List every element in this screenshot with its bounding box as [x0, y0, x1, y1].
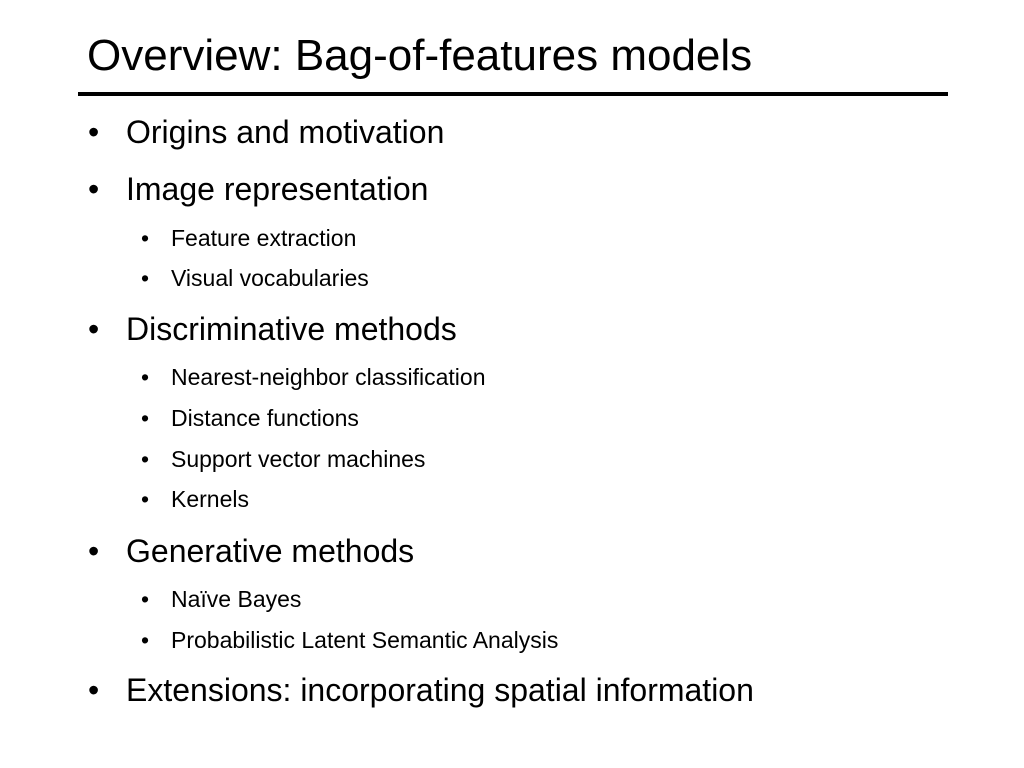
bullet-marker: •: [88, 311, 100, 347]
bullet-marker: •: [141, 405, 150, 431]
bullet-text: Distance functions: [171, 405, 359, 431]
bullet-text: Naïve Bayes: [171, 586, 302, 612]
bullet-text: Support vector machines: [171, 446, 426, 472]
sub-bullet-kernels: • Kernels: [141, 484, 249, 514]
bullet-marker: •: [141, 265, 150, 291]
bullet-marker: •: [88, 171, 100, 207]
bullet-text: Feature extraction: [171, 225, 357, 251]
bullet-text: Nearest-neighbor classification: [171, 364, 486, 390]
bullet-marker: •: [141, 586, 150, 612]
title-underline: [78, 92, 948, 96]
bullet-marker: •: [88, 114, 100, 150]
sub-bullet-visual-vocabularies: • Visual vocabularies: [141, 263, 369, 293]
sub-bullet-nearest-neighbor: • Nearest-neighbor classification: [141, 362, 486, 392]
bullet-marker: •: [88, 672, 100, 708]
bullet-text: Kernels: [171, 486, 249, 512]
bullet-item-discriminative-methods: • Discriminative methods: [88, 309, 457, 349]
bullet-text: Generative methods: [126, 533, 415, 569]
bullet-text: Extensions: incorporating spatial inform…: [126, 672, 754, 708]
bullet-marker: •: [141, 486, 150, 512]
bullet-text: Visual vocabularies: [171, 265, 369, 291]
bullet-marker: •: [141, 364, 150, 390]
bullet-marker: •: [141, 627, 150, 653]
slide-title: Overview: Bag-of-features models: [87, 31, 753, 80]
bullet-text: Discriminative methods: [126, 311, 457, 347]
sub-bullet-feature-extraction: • Feature extraction: [141, 223, 356, 253]
sub-bullet-support-vector-machines: • Support vector machines: [141, 444, 425, 474]
bullet-item-extensions: • Extensions: incorporating spatial infor…: [88, 670, 754, 710]
bullet-item-generative-methods: • Generative methods: [88, 531, 414, 571]
sub-bullet-plsa: • Probabilistic Latent Semantic Analysis: [141, 625, 558, 655]
bullet-marker: •: [141, 446, 150, 472]
bullet-text: Image representation: [126, 171, 429, 207]
bullet-item-image-representation: • Image representation: [88, 169, 428, 209]
sub-bullet-distance-functions: • Distance functions: [141, 403, 359, 433]
bullet-text: Probabilistic Latent Semantic Analysis: [171, 627, 559, 653]
bullet-marker: •: [141, 225, 150, 251]
sub-bullet-naive-bayes: • Naïve Bayes: [141, 584, 301, 614]
bullet-marker: •: [88, 533, 100, 569]
bullet-text: Origins and motivation: [126, 114, 445, 150]
bullet-item-origins: • Origins and motivation: [88, 112, 444, 152]
